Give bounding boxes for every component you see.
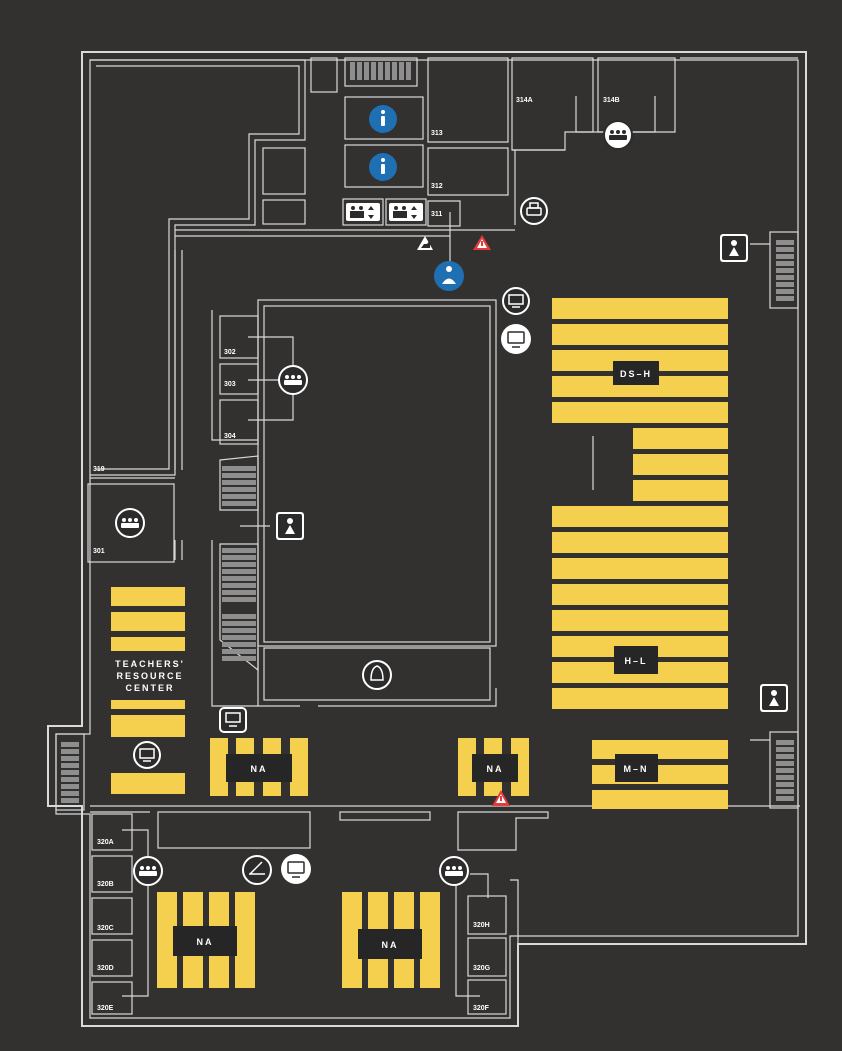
shelves-na-1: NA — [210, 738, 308, 796]
baby-changing-icon[interactable] — [434, 261, 464, 291]
scanner-icon[interactable] — [242, 855, 272, 885]
room-label-320d: 320D — [97, 965, 114, 972]
collection-label-ds-h: DS–H — [620, 369, 652, 379]
group-study-icon[interactable] — [115, 508, 145, 538]
top-rooms — [90, 57, 799, 476]
elevator-icon[interactable] — [389, 203, 423, 221]
quiet-study-icon[interactable] — [760, 684, 788, 712]
print-icon[interactable] — [520, 197, 548, 225]
elevator-icon[interactable] — [346, 203, 380, 221]
room-label-320a: 320A — [97, 839, 114, 846]
stairs-top — [350, 62, 411, 80]
shelves-na-2: NA — [458, 738, 529, 796]
stairs-accessible-icon — [417, 236, 433, 250]
shelves-ds-h: DS–H — [552, 298, 728, 501]
room-label-301: 301 — [93, 548, 105, 555]
teachers-center-line1: TEACHERS' — [115, 659, 185, 669]
room-label-320f: 320F — [473, 1005, 490, 1012]
projector-icon[interactable] — [219, 707, 247, 733]
monitor-icon[interactable] — [281, 854, 311, 884]
connector-lines — [122, 96, 656, 997]
shelves-m-n: M–N — [592, 740, 728, 809]
teachers-center-line3: CENTER — [125, 683, 174, 693]
teachers-center-line2: RESOURCE — [116, 671, 183, 681]
room-labels: 314A 314B 313 312 311 302 303 304 319 30… — [93, 97, 620, 1012]
shelves-na-3: NA — [157, 892, 255, 988]
collection-label-na-2: NA — [487, 764, 504, 774]
projector-icon[interactable] — [502, 287, 530, 315]
collection-label-na-3: NA — [197, 937, 214, 947]
quiet-study-icon[interactable] — [276, 512, 304, 540]
room-label-320c: 320C — [97, 925, 114, 932]
quiet-study-icon[interactable] — [720, 234, 748, 262]
room-label-320g: 320G — [473, 965, 491, 972]
stairs-right-lower — [776, 740, 794, 801]
room-label-320e: 320E — [97, 1005, 114, 1012]
warning-icon — [473, 235, 491, 250]
collection-label-h-l: H–L — [624, 656, 647, 666]
group-study-icon[interactable] — [439, 856, 469, 886]
warning-icon — [492, 790, 510, 806]
projector-icon[interactable] — [133, 741, 161, 769]
shelves-teachers-center: TEACHERS' RESOURCE CENTER — [111, 587, 185, 794]
room-label-311: 311 — [431, 211, 442, 218]
room-label-313: 313 — [431, 130, 443, 137]
room-label-312: 312 — [431, 183, 443, 190]
water-fountain-icon — [362, 660, 392, 690]
room-label-320h: 320H — [473, 922, 490, 929]
collection-label-m-n: M–N — [623, 764, 648, 774]
collection-label-na-1: NA — [251, 764, 268, 774]
room-label-302: 302 — [224, 349, 236, 356]
shelves-h-l: H–L — [552, 506, 728, 709]
room-label-320b: 320B — [97, 881, 114, 888]
group-study-icon[interactable] — [603, 120, 633, 150]
group-study-icon[interactable] — [278, 365, 308, 395]
room-label-304: 304 — [224, 433, 236, 440]
middle-rooms — [87, 250, 594, 707]
collection-label-na-4: NA — [382, 940, 399, 950]
room-label-314b: 314B — [603, 97, 620, 104]
group-study-icon[interactable] — [133, 856, 163, 886]
shelves-na-4: NA — [342, 892, 440, 988]
monitor-icon[interactable] — [501, 324, 531, 354]
room-label-303: 303 — [224, 381, 236, 388]
stairs-middle — [222, 466, 256, 661]
room-label-314a: 314A — [516, 97, 533, 104]
info-icon[interactable] — [369, 105, 397, 133]
stairs-left-lower — [61, 742, 79, 803]
stairs-right-upper — [776, 240, 794, 301]
info-icon[interactable] — [369, 153, 397, 181]
room-label-319: 319 — [93, 466, 105, 473]
